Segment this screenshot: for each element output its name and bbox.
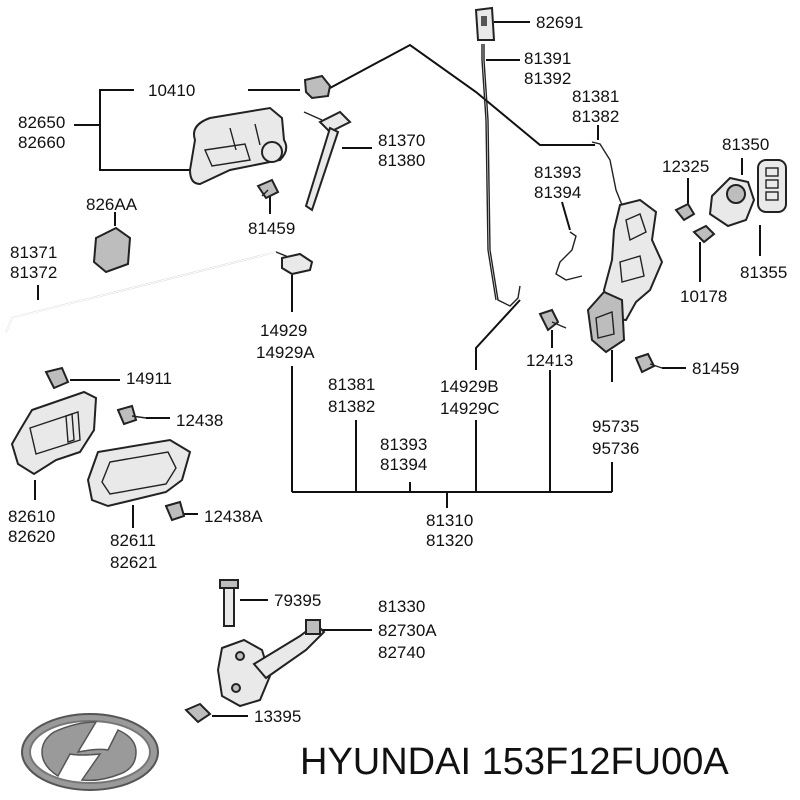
parts [5,6,787,724]
label-82730A: 82730A [378,621,437,640]
part-95735-lock-icon [586,290,626,354]
label-81330: 81330 [378,597,425,616]
part-826AA-block-icon [92,226,132,274]
hyundai-logo-icon [21,713,159,791]
part-81459-bolt-b-icon [634,352,656,374]
label-82650: 82650 [18,113,65,132]
part-81330-checker-icon [216,638,272,708]
brand-caption: HYUNDAI 153F12FU00A [300,741,729,783]
part-10410-clip-icon [303,74,332,100]
part-12325-screw-icon [674,202,696,222]
part-81393-rod-icon [555,231,583,281]
part-81381-rod-icon [591,141,625,211]
label-81393-top: 81393 [534,163,581,182]
label-82620: 82620 [8,527,55,546]
label-10178: 10178 [680,287,727,306]
label-826AA: 826AA [86,195,138,214]
label-82740: 82740 [378,643,425,662]
label-81382-mid: 81382 [328,397,375,416]
label-81370: 81370 [378,131,425,150]
label-81393-mid: 81393 [380,435,427,454]
label-95735: 95735 [592,417,639,436]
part-labels: 82691 81391 81392 10410 82650 82660 8138… [8,13,787,726]
label-95736: 95736 [592,439,639,458]
part-81370-rod-icon [318,110,352,134]
label-81381-top: 81381 [572,87,619,106]
label-82621: 82621 [110,553,157,572]
label-14929C: 14929C [440,399,500,418]
part-82610-housing-icon [10,390,98,476]
label-12438: 12438 [176,411,223,430]
label-81372: 81372 [10,263,57,282]
part-81391-rod-icon [483,44,521,307]
label-81381-mid: 81381 [328,375,375,394]
label-12325: 12325 [662,157,709,176]
label-82610: 82610 [8,507,55,526]
label-81391: 81391 [524,49,571,68]
label-81310: 81310 [426,511,473,530]
label-14929B: 14929B [440,377,499,396]
label-81459-b: 81459 [692,359,739,378]
label-10410: 10410 [148,81,195,100]
label-82660: 82660 [18,133,65,152]
leader-lines [34,21,761,717]
label-13395: 13395 [254,707,301,726]
label-82611: 82611 [110,531,156,550]
label-81355: 81355 [740,263,787,282]
label-81382-top: 81382 [572,107,619,126]
label-82691: 82691 [536,13,583,32]
part-79395-pin-icon [223,583,235,627]
part-14929-clip-icon [281,252,314,276]
part-door-lock-actuator-icon [602,198,664,322]
part-82611-bezel-icon [86,438,192,508]
label-14911: 14911 [126,369,172,388]
label-14929: 14929 [260,321,307,340]
part-12438A-screw-icon [164,500,186,522]
label-79395: 79395 [274,591,321,610]
label-81459-a: 81459 [248,219,295,238]
label-81380: 81380 [378,151,425,170]
label-81320: 81320 [426,531,473,550]
part-13395-bolt-icon [184,702,212,724]
part-14911-clip-icon [44,366,70,390]
label-81371: 81371 [10,243,57,262]
part-10178-screw-icon [692,224,716,244]
part-81355-gasket-icon [757,159,787,213]
label-14929A: 14929A [256,343,315,362]
label-81350: 81350 [722,135,769,154]
part-12413-bolt-icon [538,308,560,332]
label-81394-mid: 81394 [380,455,427,474]
part-81459-bolt-a-icon [256,178,280,200]
label-12413: 12413 [526,351,573,370]
label-81392: 81392 [524,69,571,88]
label-12438A: 12438A [204,507,263,526]
label-81394-top: 81394 [534,183,581,202]
part-12438-screw-icon [116,404,138,426]
